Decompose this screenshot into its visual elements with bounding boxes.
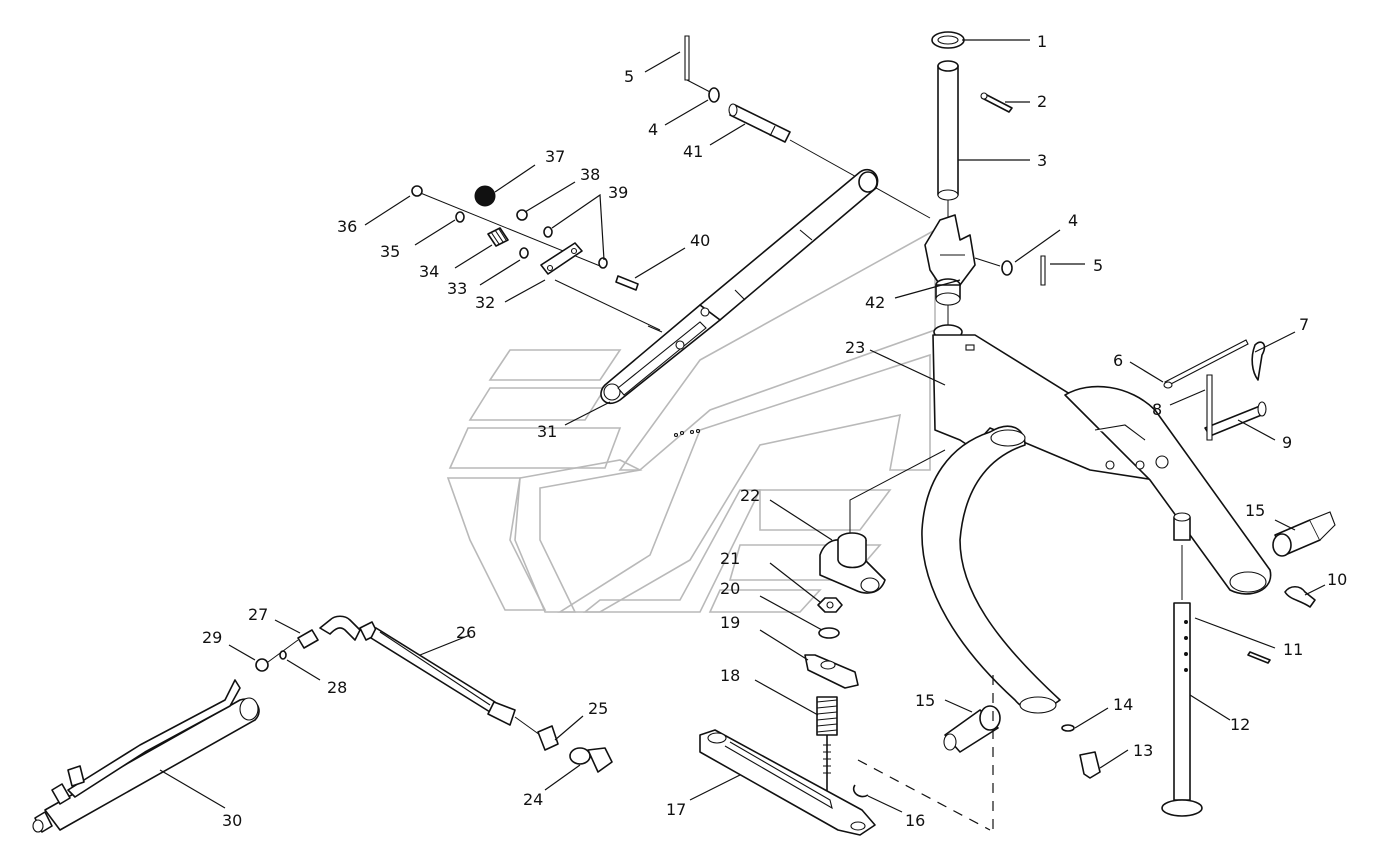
part-23-curved-leg-tube bbox=[921, 425, 1061, 714]
callout-25: 25 bbox=[588, 699, 608, 718]
part-3-vertical-pin bbox=[937, 60, 959, 201]
dot-marks bbox=[673, 428, 701, 438]
callout-22: 22 bbox=[740, 486, 760, 505]
part-34-spring bbox=[487, 227, 509, 247]
part-30-cylinder bbox=[32, 679, 260, 833]
part-29-fitting bbox=[255, 658, 269, 672]
part-15-pin-upper bbox=[1272, 511, 1336, 557]
callout-37: 37 bbox=[545, 147, 565, 166]
callout-17: 17 bbox=[666, 800, 686, 819]
leader-lines bbox=[159, 39, 1326, 813]
callout-4: 4 bbox=[1068, 211, 1078, 230]
part-37-knob bbox=[474, 185, 496, 207]
callout-40: 40 bbox=[690, 231, 710, 250]
callout-16: 16 bbox=[905, 811, 925, 830]
callout-15: 15 bbox=[915, 691, 935, 710]
part-22-caster-socket bbox=[819, 532, 886, 594]
part-12-stand-leg bbox=[1161, 512, 1203, 817]
callout-21: 21 bbox=[720, 549, 740, 568]
callout-39: 39 bbox=[608, 183, 628, 202]
part-27-fitting bbox=[297, 629, 319, 649]
callout-4: 4 bbox=[648, 120, 658, 139]
part-26-hose bbox=[319, 615, 516, 726]
part-14-washer bbox=[1061, 724, 1075, 732]
callout-15: 15 bbox=[1245, 501, 1265, 520]
part-16-clip bbox=[852, 784, 869, 798]
part-39-nut bbox=[543, 226, 553, 238]
callout-2: 2 bbox=[1037, 92, 1047, 111]
callout-13: 13 bbox=[1133, 741, 1153, 760]
part-36-cap bbox=[411, 185, 423, 197]
callout-24: 24 bbox=[523, 790, 543, 809]
callout-42: 42 bbox=[865, 293, 885, 312]
part-13-fitting bbox=[1079, 751, 1101, 779]
callout-20: 20 bbox=[720, 579, 740, 598]
callout-27: 27 bbox=[248, 605, 268, 624]
callout-32: 32 bbox=[475, 293, 495, 312]
part-38-washer bbox=[516, 209, 528, 221]
part-19-bracket bbox=[804, 654, 859, 689]
part-33-bushing bbox=[519, 247, 529, 259]
part-9-bolt bbox=[1204, 401, 1267, 437]
callout-1: 1 bbox=[1037, 32, 1047, 51]
callout-18: 18 bbox=[720, 666, 740, 685]
part-21-nut bbox=[817, 597, 843, 613]
part-18-spring bbox=[816, 696, 838, 800]
callout-11: 11 bbox=[1283, 640, 1303, 659]
part-15-pin-lower bbox=[943, 705, 1001, 753]
part-4-washer-upper bbox=[708, 87, 720, 103]
part-5-pin-right bbox=[1040, 255, 1046, 286]
callout-10: 10 bbox=[1327, 570, 1347, 589]
callout-31: 31 bbox=[537, 422, 557, 441]
callout-9: 9 bbox=[1282, 433, 1292, 452]
part-4-washer-right bbox=[1001, 260, 1013, 276]
callout-26: 26 bbox=[456, 623, 476, 642]
callout-23: 23 bbox=[845, 338, 865, 357]
callout-14: 14 bbox=[1113, 695, 1133, 714]
part-25-fitting bbox=[537, 725, 559, 751]
callout-3: 3 bbox=[1037, 151, 1047, 170]
callout-19: 19 bbox=[720, 613, 740, 632]
callout-7: 7 bbox=[1299, 315, 1309, 334]
callout-5: 5 bbox=[1093, 256, 1103, 275]
callout-35: 35 bbox=[380, 242, 400, 261]
callout-34: 34 bbox=[419, 262, 439, 281]
part-35-washer bbox=[455, 211, 465, 223]
part-17-base-plate bbox=[699, 729, 876, 836]
callout-12: 12 bbox=[1230, 715, 1250, 734]
part-11-pin bbox=[1247, 651, 1271, 664]
part-8-cotter bbox=[1206, 374, 1213, 441]
callout-29: 29 bbox=[202, 628, 222, 647]
callout-labels: 1 2 3 4 4 5 5 6 7 8 9 10 11 12 13 14 15 … bbox=[202, 32, 1347, 830]
part-5-pin-upper bbox=[684, 35, 690, 81]
part-10-clip bbox=[1284, 585, 1316, 608]
part-40-bolt bbox=[615, 275, 639, 291]
part-24-clamp bbox=[569, 747, 613, 773]
callout-41: 41 bbox=[683, 142, 703, 161]
callout-8: 8 bbox=[1152, 400, 1162, 419]
part-31-lever-arm bbox=[600, 168, 879, 405]
part-2-cotter-pin bbox=[980, 92, 1013, 113]
callout-30: 30 bbox=[222, 811, 242, 830]
callout-38: 38 bbox=[580, 165, 600, 184]
callout-33: 33 bbox=[447, 279, 467, 298]
callout-5: 5 bbox=[624, 67, 634, 86]
part-41-shaft bbox=[728, 103, 791, 143]
part-42-yoke-swivel bbox=[924, 214, 976, 306]
callout-6: 6 bbox=[1113, 351, 1123, 370]
callout-36: 36 bbox=[337, 217, 357, 236]
callout-28: 28 bbox=[327, 678, 347, 697]
part-32-plate bbox=[540, 242, 583, 275]
part-20-washer bbox=[818, 627, 840, 639]
part-23-main-frame bbox=[932, 334, 1272, 595]
